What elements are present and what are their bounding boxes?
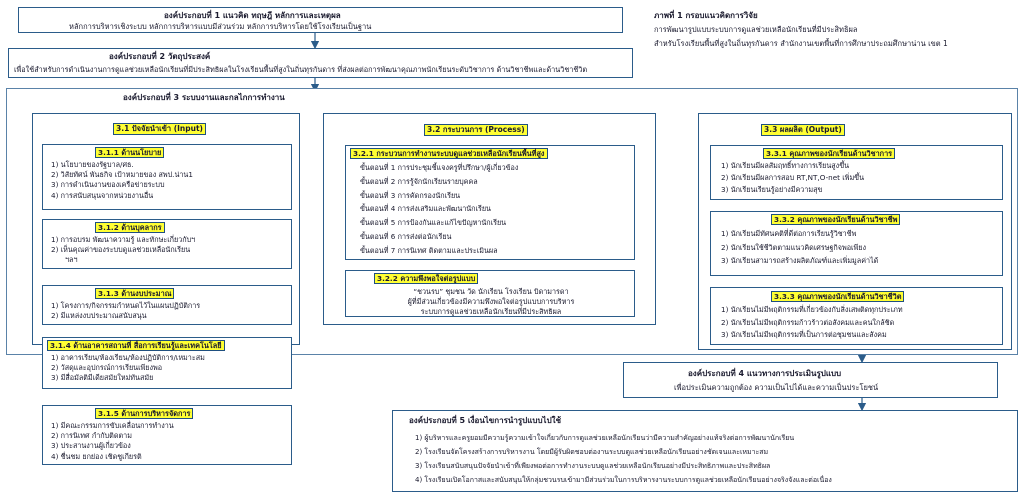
element1-box: องค์ประกอบที่ 1 แนวคิด ทฤษฎี หลักการและเ… [18, 7, 623, 33]
input-sub2-item: 1) การอบรม พัฒนาความรู้ และทักษะเกี่ยวกั… [51, 235, 196, 244]
output-sub1-item: 2) นักเรียนมีผลการสอบ RT,NT,O-net เพิ่มข… [721, 173, 865, 182]
process-sub2-line: ผู้ที่มีส่วนเกี่ยวข้องมีความพึงพอใจต่อรู… [407, 297, 575, 307]
input-sub5-box: 3.1.5 ด้านการบริหารจัดการ 1) มีคณะกรรมกา… [42, 405, 292, 465]
output-sub2-item: 2) นักเรียนใช้ชีวิตตามแนวคิดเศรษฐกิจพอเพ… [721, 242, 866, 252]
process-step: ขั้นตอนที่ 1 การประชุมชี้แจงครูที่ปรึกษา… [360, 163, 519, 172]
output-sub2-box: 3.3.2 คุณภาพของนักเรียนด้านวิชาชีพ 1) นั… [710, 211, 1003, 276]
input-sub2-item: 2) เห็นคุณค่าของระบบดูแลช่วยเหลือนักเรีย… [51, 245, 191, 255]
caption-line2: การพัฒนารูปแบบระบบการดูแลช่วยเหลือนักเรี… [654, 25, 858, 34]
process-header: 3.2 กระบวนการ (Process) [424, 124, 528, 136]
output-sub1-box: 3.3.1 คุณภาพของนักเรียนด้านวิชาการ 1) นั… [710, 145, 1003, 200]
output-sub1-item: 1) นักเรียนมีผลสัมฤทธิ์ทางการเรียนสูงขึ้… [721, 161, 850, 170]
output-sub3-item: 1) นักเรียนไม่มีพฤติกรรมที่เกี่ยวข้องกับ… [721, 305, 903, 314]
element2-title: องค์ประกอบที่ 2 วัตถุประสงค์ [109, 52, 211, 61]
input-sub3-title: 3.1.3 ด้านงบประมาณ [95, 288, 175, 300]
element4-text: เพื่อประเมินความถูกต้อง ความเป็นไปได้และ… [674, 383, 879, 392]
input-sub1-title: 3.1.1 ด้านนโยบาย [95, 147, 165, 159]
input-sub2-item: ฯลฯ [65, 255, 78, 265]
element2-text: เพื่อใช้สำหรับการดำเนินงานการดูแลช่วยเหล… [14, 65, 588, 74]
element1-text: หลักการบริหารเชิงระบบ หลักการบริหารแบบมี… [69, 22, 372, 31]
input-sub1-item: 4) การสนับสนุนจากหน่วยงานอื่น [51, 190, 154, 200]
output-sub1-item: 3) นักเรียนเรียนรู้อย่างมีความสุข [721, 185, 823, 194]
input-sub4-title: 3.1.4 ด้านอาคารสถานที่ สื่อการเรียนรู้แล… [47, 340, 225, 352]
input-sub5-item: 4) ชื่นชม ยกย่อง เชิดชูเกียรติ [51, 451, 142, 461]
process-step: ขั้นตอนที่ 6 การส่งต่อนักเรียน [360, 231, 452, 241]
input-sub4-item: 3) มีสื่อมัลติมีเดียสมัยใหม่ทันสมัย [51, 373, 154, 383]
input-sub1-item: 1) นโยบายของรัฐบาล/ศธ. [51, 160, 134, 169]
output-sub3-title: 3.3.3 คุณภาพของนักเรียนด้านวิชาชีวิต [771, 291, 905, 303]
output-sub3-item: 2) นักเรียนไม่มีพฤติกรรมก้าวร้าวต่อสังคม… [721, 317, 895, 327]
input-sub5-item: 2) การนิเทศ กำกับติดตาม [51, 431, 132, 441]
output-sub1-title: 3.3.1 คุณภาพของนักเรียนด้านวิชาการ [763, 148, 896, 160]
input-sub3-box: 3.1.3 ด้านงบประมาณ 1) โครงการ/กิจกรรมกำห… [42, 285, 292, 325]
output-sub2-item: 1) นักเรียนมีทัศนคติที่ดีต่อการเรียนรู้ว… [721, 229, 857, 238]
input-sub3-item: 2) มีแหล่งงบประมาณสนับสนุน [51, 311, 147, 321]
output-header: 3.3 ผลผลิต (Output) [761, 124, 845, 136]
element1-title: องค์ประกอบที่ 1 แนวคิด ทฤษฎี หลักการและเ… [164, 11, 341, 20]
process-sub1-title: 3.2.1 กระบวนการทำงานระบบดูแลช่วยเหลือนัก… [350, 148, 548, 160]
element5-item: 3) โรงเรียนสนับสนุนปัจจัยนำเข้าที่เพียงพ… [415, 462, 771, 470]
element3-title: องค์ประกอบที่ 3 ระบบงานและกลไกการทำงาน [123, 93, 285, 102]
element5-item: 1) ผู้บริหารและครูยอมมีความรู้ความเข้าใจ… [415, 434, 795, 442]
input-sub3-item: 1) โครงการ/กิจกรรมกำหนดไว้ในแผนปฏิบัติกา… [51, 301, 201, 310]
output-sub2-item: 3) นักเรียนสามารถสร้างผลิตภัณฑ์และเพิ่มม… [721, 256, 879, 265]
caption-line3: สำหรับโรงเรียนพื้นที่สูงในถิ่นทุรกันดาร … [654, 39, 948, 48]
output-sub3-item: 3) นักเรียนไม่มีพฤติกรรมที่เป็นการต่อชุม… [721, 330, 887, 339]
process-sub1-box: 3.2.1 กระบวนการทำงานระบบดูแลช่วยเหลือนัก… [345, 145, 635, 260]
input-sub5-title: 3.1.5 ด้านการบริหารจัดการ [95, 408, 194, 420]
input-sub4-item: 1) อาคารเรียน/ห้องเรียน/ห้องปฏิบัติการ/เ… [51, 353, 205, 362]
process-step: ขั้นตอนที่ 2 การรู้จักนักเรียนรายบุคคล [360, 176, 478, 186]
process-sub2-line: “ชวนรบ” ชุมชน วัด นักเรียน โรงเรียน บิดา… [413, 287, 569, 296]
process-step: ขั้นตอนที่ 7 การนิเทศ ติดตามและประเมินผล [360, 245, 498, 255]
input-sub1-box: 3.1.1 ด้านนโยบาย 1) นโยบายของรัฐบาล/ศธ. … [42, 144, 292, 210]
process-sub2-title: 3.2.2 ความพึงพอใจต่อรูปแบบ [374, 273, 479, 285]
process-step: ขั้นตอนที่ 3 การคัดกรองนักเรียน [360, 190, 461, 200]
input-sub2-title: 3.1.2 ด้านบุคลากร [95, 222, 165, 234]
element5-item: 2) โรงเรียนจัดโครงสร้างการบริหารงาน โดยม… [415, 448, 769, 456]
process-sub2-line: ระบบการดูแลช่วยเหลือนักเรียนที่มีประสิทธ… [420, 307, 562, 317]
element5-item: 4) โรงเรียนเปิดโอกาสและสนับสนุนให้กลุ่มช… [415, 476, 832, 484]
element2-box: องค์ประกอบที่ 2 วัตถุประสงค์ เพื่อใช้สำห… [8, 48, 633, 78]
input-sub4-item: 2) วัสดุและอุปกรณ์การเรียนเพียงพอ [51, 363, 163, 373]
figure-caption: ภาพที่ 1 กรอบแนวคิดการวิจัย การพัฒนารูปแ… [632, 9, 1022, 51]
input-sub2-box: 3.1.2 ด้านบุคลากร 1) การอบรม พัฒนาความรู… [42, 219, 292, 269]
process-sub2-box: 3.2.2 ความพึงพอใจต่อรูปแบบ “ชวนรบ” ชุมชน… [345, 270, 635, 317]
input-sub4-box: 3.1.4 ด้านอาคารสถานที่ สื่อการเรียนรู้แล… [42, 337, 292, 389]
caption-line1: ภาพที่ 1 กรอบแนวคิดการวิจัย [654, 11, 758, 20]
output-sub2-title: 3.3.2 คุณภาพของนักเรียนด้านวิชาชีพ [771, 214, 901, 226]
element5-title: องค์ประกอบที่ 5 เงื่อนไขการนำรูปแบบไปใช้ [409, 416, 561, 425]
input-sub5-item: 1) มีคณะกรรมการขับเคลื่อนการทำงาน [51, 421, 174, 430]
process-step: ขั้นตอนที่ 4 การส่งเสริมและพัฒนานักเรียน [360, 204, 491, 214]
element4-box: องค์ประกอบที่ 4 แนวทางการประเมินรูปแบบ เ… [623, 362, 998, 398]
input-sub5-item: 3) ประสานงานผู้เกี่ยวข้อง [51, 441, 131, 451]
input-header: 3.1 ปัจจัยนำเข้า (Input) [113, 123, 206, 135]
process-step: ขั้นตอนที่ 5 การป้องกันและแก้ไขปัญหานักเ… [360, 218, 507, 228]
input-sub1-item: 2) วิสัยทัศน์ พันธกิจ เป้าหมายของ สพป.น่… [51, 170, 193, 180]
output-sub3-box: 3.3.3 คุณภาพของนักเรียนด้านวิชาชีวิต 1) … [710, 287, 1003, 345]
element4-title: องค์ประกอบที่ 4 แนวทางการประเมินรูปแบบ [688, 369, 842, 378]
input-sub1-item: 3) การดำเนินงานของเครือข่ายระบบ [51, 180, 165, 190]
element5-box: องค์ประกอบที่ 5 เงื่อนไขการนำรูปแบบไปใช้… [392, 410, 1018, 492]
